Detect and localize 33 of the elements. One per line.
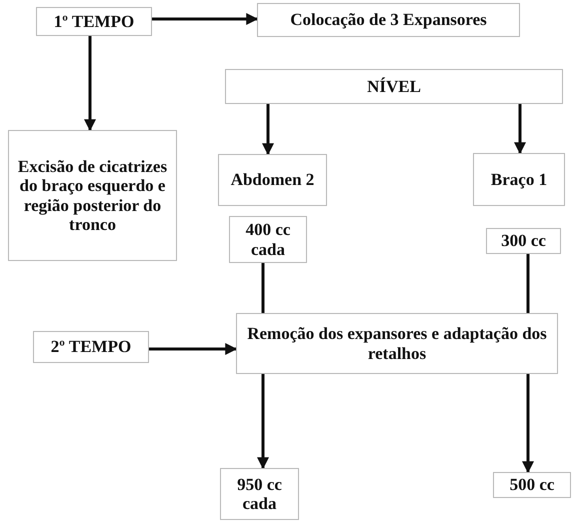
process-box <box>229 216 307 263</box>
process-box <box>236 313 558 374</box>
process-box <box>486 228 561 254</box>
box-text: 500 cc <box>510 475 554 495</box>
box-text: Remoção dos expansores e adaptação dos retalhos <box>246 324 548 363</box>
box-text: 2º TEMPO <box>50 337 132 357</box>
process-box <box>8 130 177 261</box>
process-box <box>225 69 563 104</box>
process-box <box>473 153 565 206</box>
process-box <box>218 154 327 206</box>
connector-line <box>262 263 264 313</box>
box-text: 1º TEMPO <box>54 12 134 32</box>
arrow <box>522 374 534 474</box>
connector-line <box>526 254 530 313</box>
arrow <box>152 13 258 25</box>
box-text: Excisão de cicatrizes do braço esquerdo e região posterior do tronco <box>16 157 168 234</box>
box-text: Colocação de 3 Expansores <box>290 10 487 30</box>
arrow <box>262 104 274 156</box>
box-text: 400 cc cada <box>244 220 292 259</box>
box-text: Abdomen 2 <box>230 170 314 190</box>
arrow <box>514 104 526 154</box>
process-box <box>36 7 152 36</box>
arrow <box>84 36 96 132</box>
box-text: Braço 1 <box>490 170 548 190</box>
process-box <box>220 468 299 520</box>
arrow <box>257 374 269 470</box>
box-text: NÍVEL <box>367 76 421 96</box>
box-text: 950 cc cada <box>236 474 283 514</box>
arrow <box>149 343 238 355</box>
process-box <box>493 472 571 498</box>
process-box <box>33 331 149 363</box>
process-box <box>257 3 520 37</box>
box-text: 300 cc <box>501 231 546 251</box>
